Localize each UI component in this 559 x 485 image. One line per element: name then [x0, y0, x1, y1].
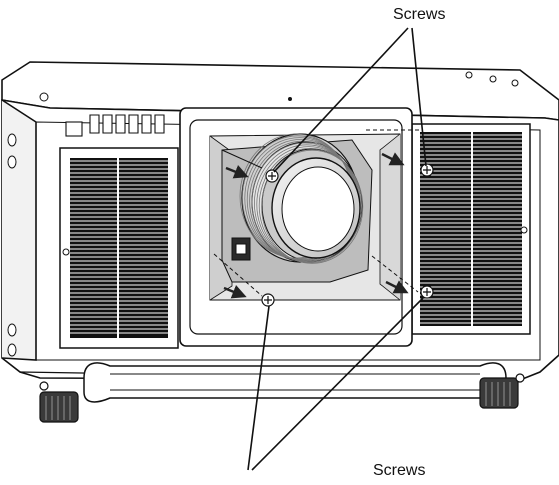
top-features: [39, 71, 519, 102]
carry-handle: [83, 362, 507, 403]
side-ports: [7, 133, 17, 357]
right-vent: [411, 123, 531, 335]
feet: [39, 373, 525, 423]
screw-lower-right-icon: [420, 285, 434, 299]
leader-top-left: [273, 27, 409, 173]
screw-upper-left-icon: [265, 169, 279, 183]
leader-top-right: [411, 27, 427, 167]
callout-lines: [247, 27, 427, 471]
brackets: [213, 129, 420, 297]
lens-assembly: [221, 133, 373, 283]
indicator-lights: [65, 114, 165, 137]
screws-label-top: Screws: [393, 6, 446, 23]
leader-bottom-left: [247, 305, 270, 471]
lens-ridge: [261, 149, 364, 264]
removal-arrows: [223, 152, 409, 299]
left-vent: [59, 147, 179, 349]
leader-bottom-right: [251, 296, 425, 471]
lens-ridge: [258, 148, 362, 264]
screw-upper-right-icon: [420, 163, 434, 177]
screw-lower-left-icon: [261, 293, 275, 307]
screws-label-bottom: Screws: [373, 462, 426, 479]
screws: [261, 163, 434, 307]
